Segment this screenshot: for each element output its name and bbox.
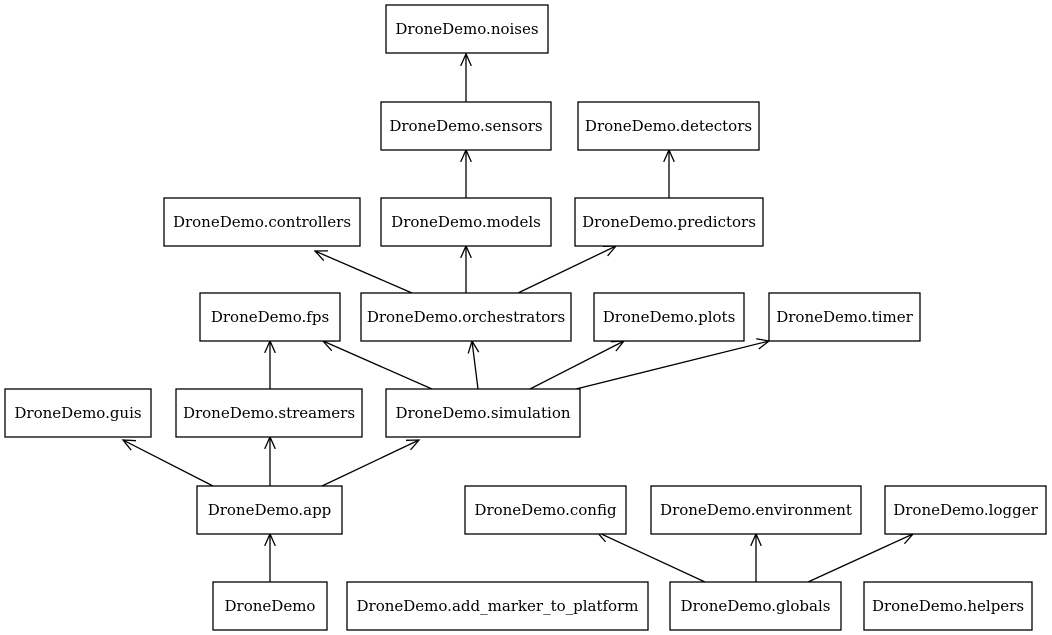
node-controllers: DroneDemo.controllers — [163, 197, 361, 247]
node-label: DroneDemo.timer — [776, 308, 913, 326]
node-box — [380, 101, 552, 151]
node-root: DroneDemo — [212, 581, 328, 631]
node-box — [163, 197, 361, 247]
edge-globals-to-logger — [807, 533, 915, 583]
node-orchestrators: DroneDemo.orchestrators — [360, 292, 572, 342]
edge-app-to-guis — [121, 439, 214, 487]
node-box — [884, 485, 1047, 535]
node-predictors: DroneDemo.predictors — [574, 197, 764, 247]
node-label: DroneDemo.add_marker_to_platform — [357, 597, 639, 615]
arrowhead-icon — [313, 250, 329, 262]
edge-orchestrators-to-controllers — [313, 250, 413, 294]
node-box — [212, 581, 328, 631]
edge-app-to-simulation — [321, 439, 421, 487]
edge-sensors-to-noises — [460, 52, 472, 102]
edge-line — [807, 533, 914, 583]
edge-line — [596, 531, 706, 583]
edge-orchestrators-to-models — [460, 244, 472, 293]
node-guis: DroneDemo.guis — [4, 388, 152, 438]
edge-streamers-to-fps — [264, 339, 276, 389]
node-box — [4, 388, 152, 438]
node-label: DroneDemo.globals — [681, 597, 831, 615]
node-simulation: DroneDemo.simulation — [385, 388, 581, 438]
node-label: DroneDemo.detectors — [585, 117, 752, 135]
node-label: DroneDemo.app — [208, 501, 332, 519]
arrowhead-icon — [405, 439, 421, 451]
node-detectors: DroneDemo.detectors — [577, 101, 760, 151]
node-add_marker: DroneDemo.add_marker_to_platform — [346, 581, 649, 631]
node-box — [175, 388, 363, 438]
node-label: DroneDemo.simulation — [395, 404, 570, 422]
node-label: DroneDemo.plots — [603, 308, 736, 326]
node-label: DroneDemo.predictors — [582, 213, 756, 231]
node-box — [577, 101, 760, 151]
node-fps: DroneDemo.fps — [199, 292, 341, 342]
node-label: DroneDemo.logger — [893, 501, 1038, 519]
node-box — [199, 292, 341, 342]
edge-models-to-sensors — [460, 148, 472, 198]
edge-root-to-app — [264, 532, 276, 582]
node-app: DroneDemo.app — [196, 485, 343, 535]
node-box — [360, 292, 572, 342]
node-label: DroneDemo.orchestrators — [367, 308, 565, 326]
node-noises: DroneDemo.noises — [385, 4, 549, 54]
edge-orchestrators-to-predictors — [517, 245, 618, 294]
node-label: DroneDemo.models — [391, 213, 541, 231]
edge-simulation-to-orchestrators — [467, 339, 480, 390]
node-box — [346, 581, 649, 631]
node-label: DroneDemo.sensors — [389, 117, 542, 135]
node-box — [593, 292, 745, 342]
edge-simulation-to-fps — [321, 340, 433, 390]
arrowhead-icon — [460, 52, 472, 67]
node-label: DroneDemo.guis — [14, 404, 141, 422]
node-label: DroneDemo.controllers — [173, 213, 351, 231]
node-box — [650, 485, 862, 535]
node-streamers: DroneDemo.streamers — [175, 388, 363, 438]
node-label: DroneDemo.noises — [395, 20, 538, 38]
edges-layer — [121, 52, 915, 583]
node-box — [380, 197, 552, 247]
edge-simulation-to-plots — [529, 340, 626, 390]
edge-line — [321, 439, 420, 487]
node-box — [669, 581, 842, 631]
node-box — [863, 581, 1033, 631]
node-environment: DroneDemo.environment — [650, 485, 862, 535]
node-box — [574, 197, 764, 247]
node-logger: DroneDemo.logger — [884, 485, 1047, 535]
arrowhead-icon — [121, 439, 137, 451]
edge-line — [314, 250, 413, 294]
node-label: DroneDemo.fps — [211, 308, 329, 326]
edge-line — [471, 340, 479, 390]
edge-globals-to-config — [595, 531, 706, 583]
node-label: DroneDemo.environment — [660, 501, 852, 519]
node-box — [196, 485, 343, 535]
edge-globals-to-environment — [750, 532, 762, 582]
node-box — [385, 4, 549, 54]
node-sensors: DroneDemo.sensors — [380, 101, 552, 151]
node-timer: DroneDemo.timer — [768, 292, 921, 342]
node-models: DroneDemo.models — [380, 197, 552, 247]
node-box — [385, 388, 581, 438]
node-label: DroneDemo — [225, 597, 316, 615]
edge-simulation-to-timer — [575, 338, 771, 390]
edge-line — [575, 340, 770, 390]
edge-line — [322, 340, 433, 390]
node-box — [768, 292, 921, 342]
node-globals: DroneDemo.globals — [669, 581, 842, 631]
node-label: DroneDemo.config — [474, 501, 617, 519]
node-config: DroneDemo.config — [464, 485, 627, 535]
edge-predictors-to-detectors — [663, 148, 675, 198]
node-label: DroneDemo.streamers — [183, 404, 355, 422]
edge-line — [517, 245, 617, 294]
node-helpers: DroneDemo.helpers — [863, 581, 1033, 631]
edge-app-to-streamers — [264, 435, 276, 486]
edge-line — [529, 340, 625, 390]
edge-line — [122, 439, 214, 487]
node-plots: DroneDemo.plots — [593, 292, 745, 342]
node-box — [464, 485, 627, 535]
node-label: DroneDemo.helpers — [872, 597, 1024, 615]
